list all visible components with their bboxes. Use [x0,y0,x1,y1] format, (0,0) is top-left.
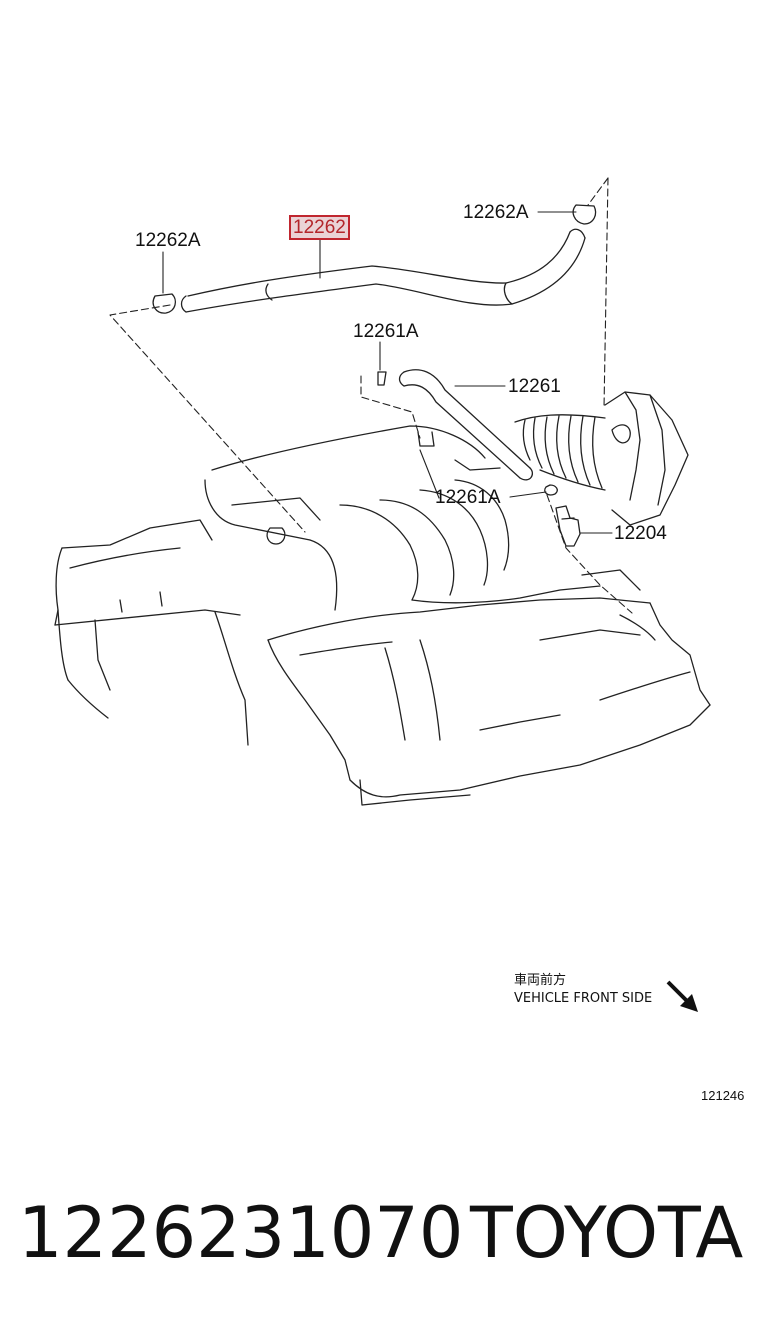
part-number: 1226231070 [18,1192,464,1274]
callout-12262a-right[interactable]: 12262A [463,202,529,223]
intake-duct-drawing [514,391,689,526]
callout-12261[interactable]: 12261 [508,376,561,397]
orientation-label: 車両前方 VEHICLE FRONT SIDE [514,972,652,1007]
hose-12261-drawing [377,369,581,547]
left-bank-drawing [54,519,249,746]
callout-12261a-upper[interactable]: 12261A [353,321,419,342]
callout-12262a-left[interactable]: 12262A [135,230,201,251]
orientation-label-en: VEHICLE FRONT SIDE [514,990,653,1006]
arrow-down-right-icon [666,980,698,1012]
hose-12262-drawing [152,204,597,314]
brand-name: TOYOTA [470,1192,744,1274]
callout-12261a-lower[interactable]: 12261A [435,487,501,508]
orientation-label-jp: 車両前方 [514,973,567,988]
intake-manifold-drawing [204,425,601,611]
diagram-reference-code: 121246 [701,1088,745,1103]
callout-12262-highlighted[interactable]: 12262 [289,215,350,240]
callout-12204[interactable]: 12204 [614,523,667,544]
leader-lines [162,211,613,534]
right-bank-drawing [267,569,711,806]
